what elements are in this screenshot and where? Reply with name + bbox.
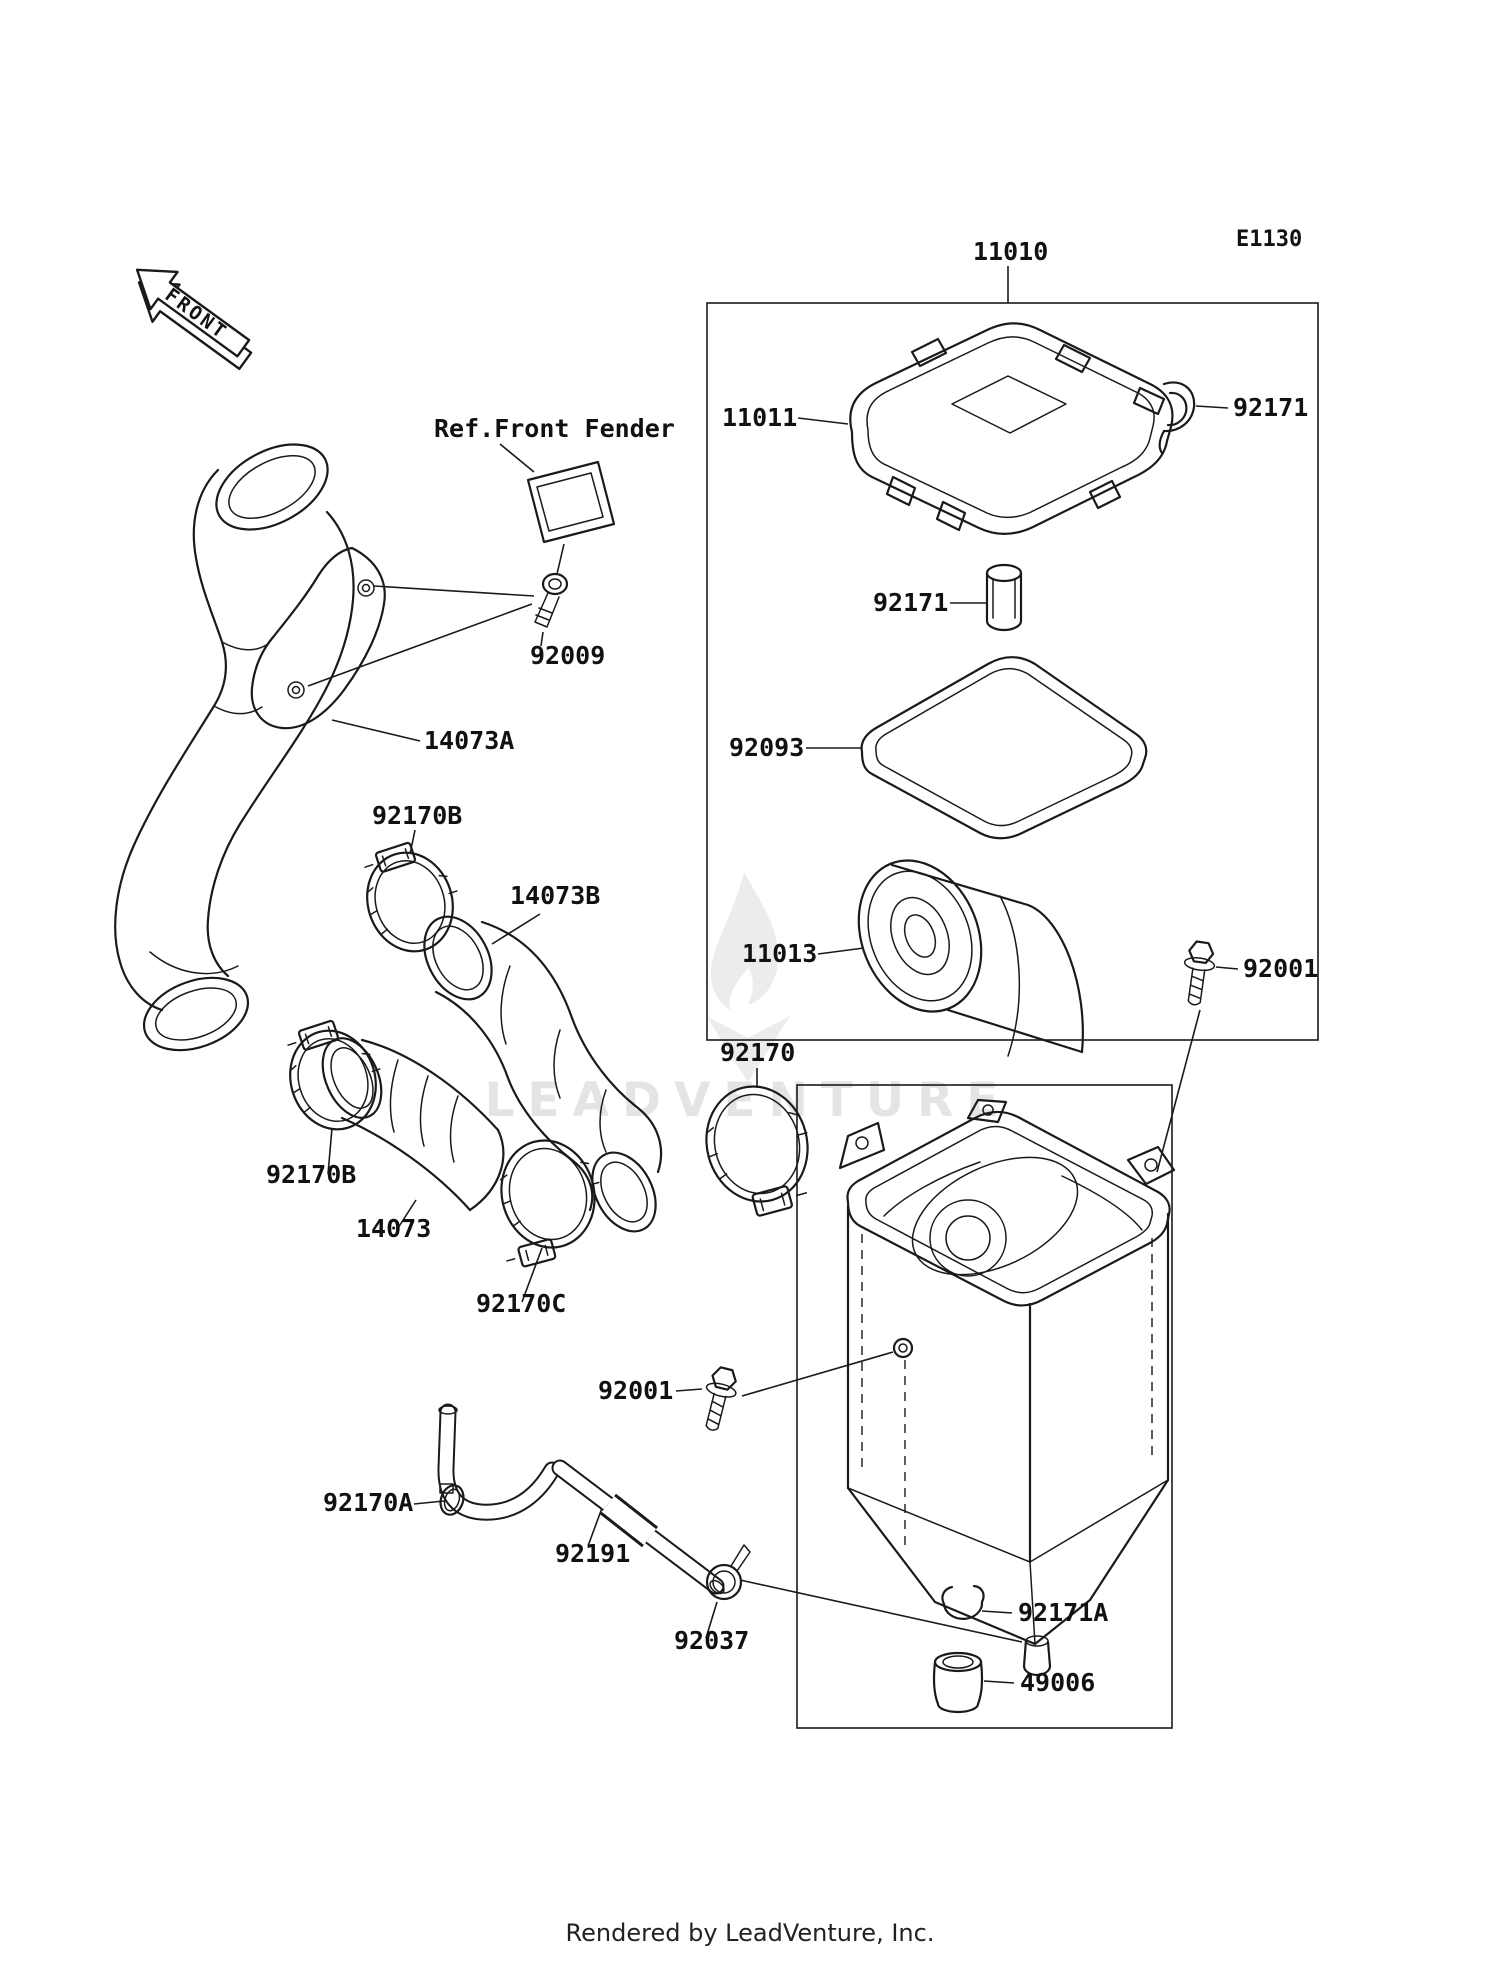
part-label-14073: 14073 xyxy=(356,1214,431,1243)
intake-duct-14073A-drawing xyxy=(114,443,386,1052)
part-label-11013: 11013 xyxy=(742,939,817,968)
part-label-92171-body: 92171 xyxy=(873,588,948,617)
part-label-11011: 11011 xyxy=(722,403,797,432)
part-label-92170B-lower: 92170B xyxy=(266,1160,356,1189)
part-label-92037: 92037 xyxy=(674,1626,749,1655)
part-label-92171-cover: 92171 xyxy=(1233,393,1308,422)
front-fender-fragment xyxy=(526,460,616,544)
part-label-92001-mid: 92001 xyxy=(598,1376,673,1405)
connecting-duct-14073B-drawing xyxy=(423,915,663,1233)
clamp-92170B-lower-drawing xyxy=(287,1019,381,1131)
leadventure-watermark: LEADVENTURE xyxy=(485,872,1012,1128)
watermark-chevron-icon xyxy=(706,1016,790,1082)
flange-hole-upper xyxy=(357,579,375,597)
filter-element-drawing xyxy=(857,859,1084,1057)
bolt-92001-mid-drawing xyxy=(705,1366,737,1431)
clamp-92037-drawing xyxy=(705,1544,751,1601)
bolt-92001-right-drawing xyxy=(1183,940,1216,1006)
part-label-11010: 11010 xyxy=(973,237,1048,266)
body-clip-drawing xyxy=(985,563,1023,632)
footer-credit: Rendered by LeadVenture, Inc. xyxy=(566,1919,935,1947)
cover-clip-drawing xyxy=(1158,381,1196,455)
case-seal-drawing xyxy=(860,656,1148,840)
part-label-92170B-upper: 92170B xyxy=(372,801,462,830)
part-label-92170A: 92170A xyxy=(323,1488,413,1517)
air-box-housing-drawing xyxy=(838,1098,1176,1677)
drain-nipple xyxy=(1022,1638,1052,1677)
watermark-text: LEADVENTURE xyxy=(485,1073,1012,1128)
sleeve-duct-14073-drawing xyxy=(321,1037,505,1212)
part-label-49006: 49006 xyxy=(1020,1668,1095,1697)
part-label-92009: 92009 xyxy=(530,641,605,670)
clamp-92170C-drawing xyxy=(499,1139,600,1268)
part-label-92171A: 92171A xyxy=(1018,1598,1108,1627)
clip-92171A-drawing xyxy=(941,1584,985,1620)
mount-boss-hole xyxy=(892,1337,914,1359)
flange-hole-lower xyxy=(287,681,305,699)
bolt-92009-drawing xyxy=(534,572,569,628)
ref-front-fender-label: Ref.Front Fender xyxy=(434,414,675,443)
part-label-92191: 92191 xyxy=(555,1539,630,1568)
clamp-92170B-upper-drawing xyxy=(364,841,458,953)
clamp-92170A-drawing xyxy=(439,1483,465,1516)
housing-group-box xyxy=(796,1084,1173,1729)
part-label-14073B: 14073B xyxy=(510,881,600,910)
part-label-92170C: 92170C xyxy=(476,1289,566,1318)
part-label-92001-right: 92001 xyxy=(1243,954,1318,983)
watermark-flame-icon xyxy=(710,872,779,1010)
air-cleaner-cover-drawing xyxy=(849,322,1174,535)
part-label-92093: 92093 xyxy=(729,733,804,762)
front-arrow-icon xyxy=(135,268,251,358)
part-label-92170: 92170 xyxy=(720,1038,795,1067)
diagram-code: E1130 xyxy=(1236,227,1302,252)
front-direction-arrow: FRONT xyxy=(135,268,253,371)
clamp-92170-main-drawing xyxy=(705,1085,809,1217)
leader-lines xyxy=(307,266,1239,1684)
boot-49006-drawing xyxy=(932,1651,984,1714)
breather-tube-92191-drawing xyxy=(437,1403,725,1595)
snorkel-mount-flange xyxy=(250,546,386,730)
part-label-14073A: 14073A xyxy=(424,726,514,755)
